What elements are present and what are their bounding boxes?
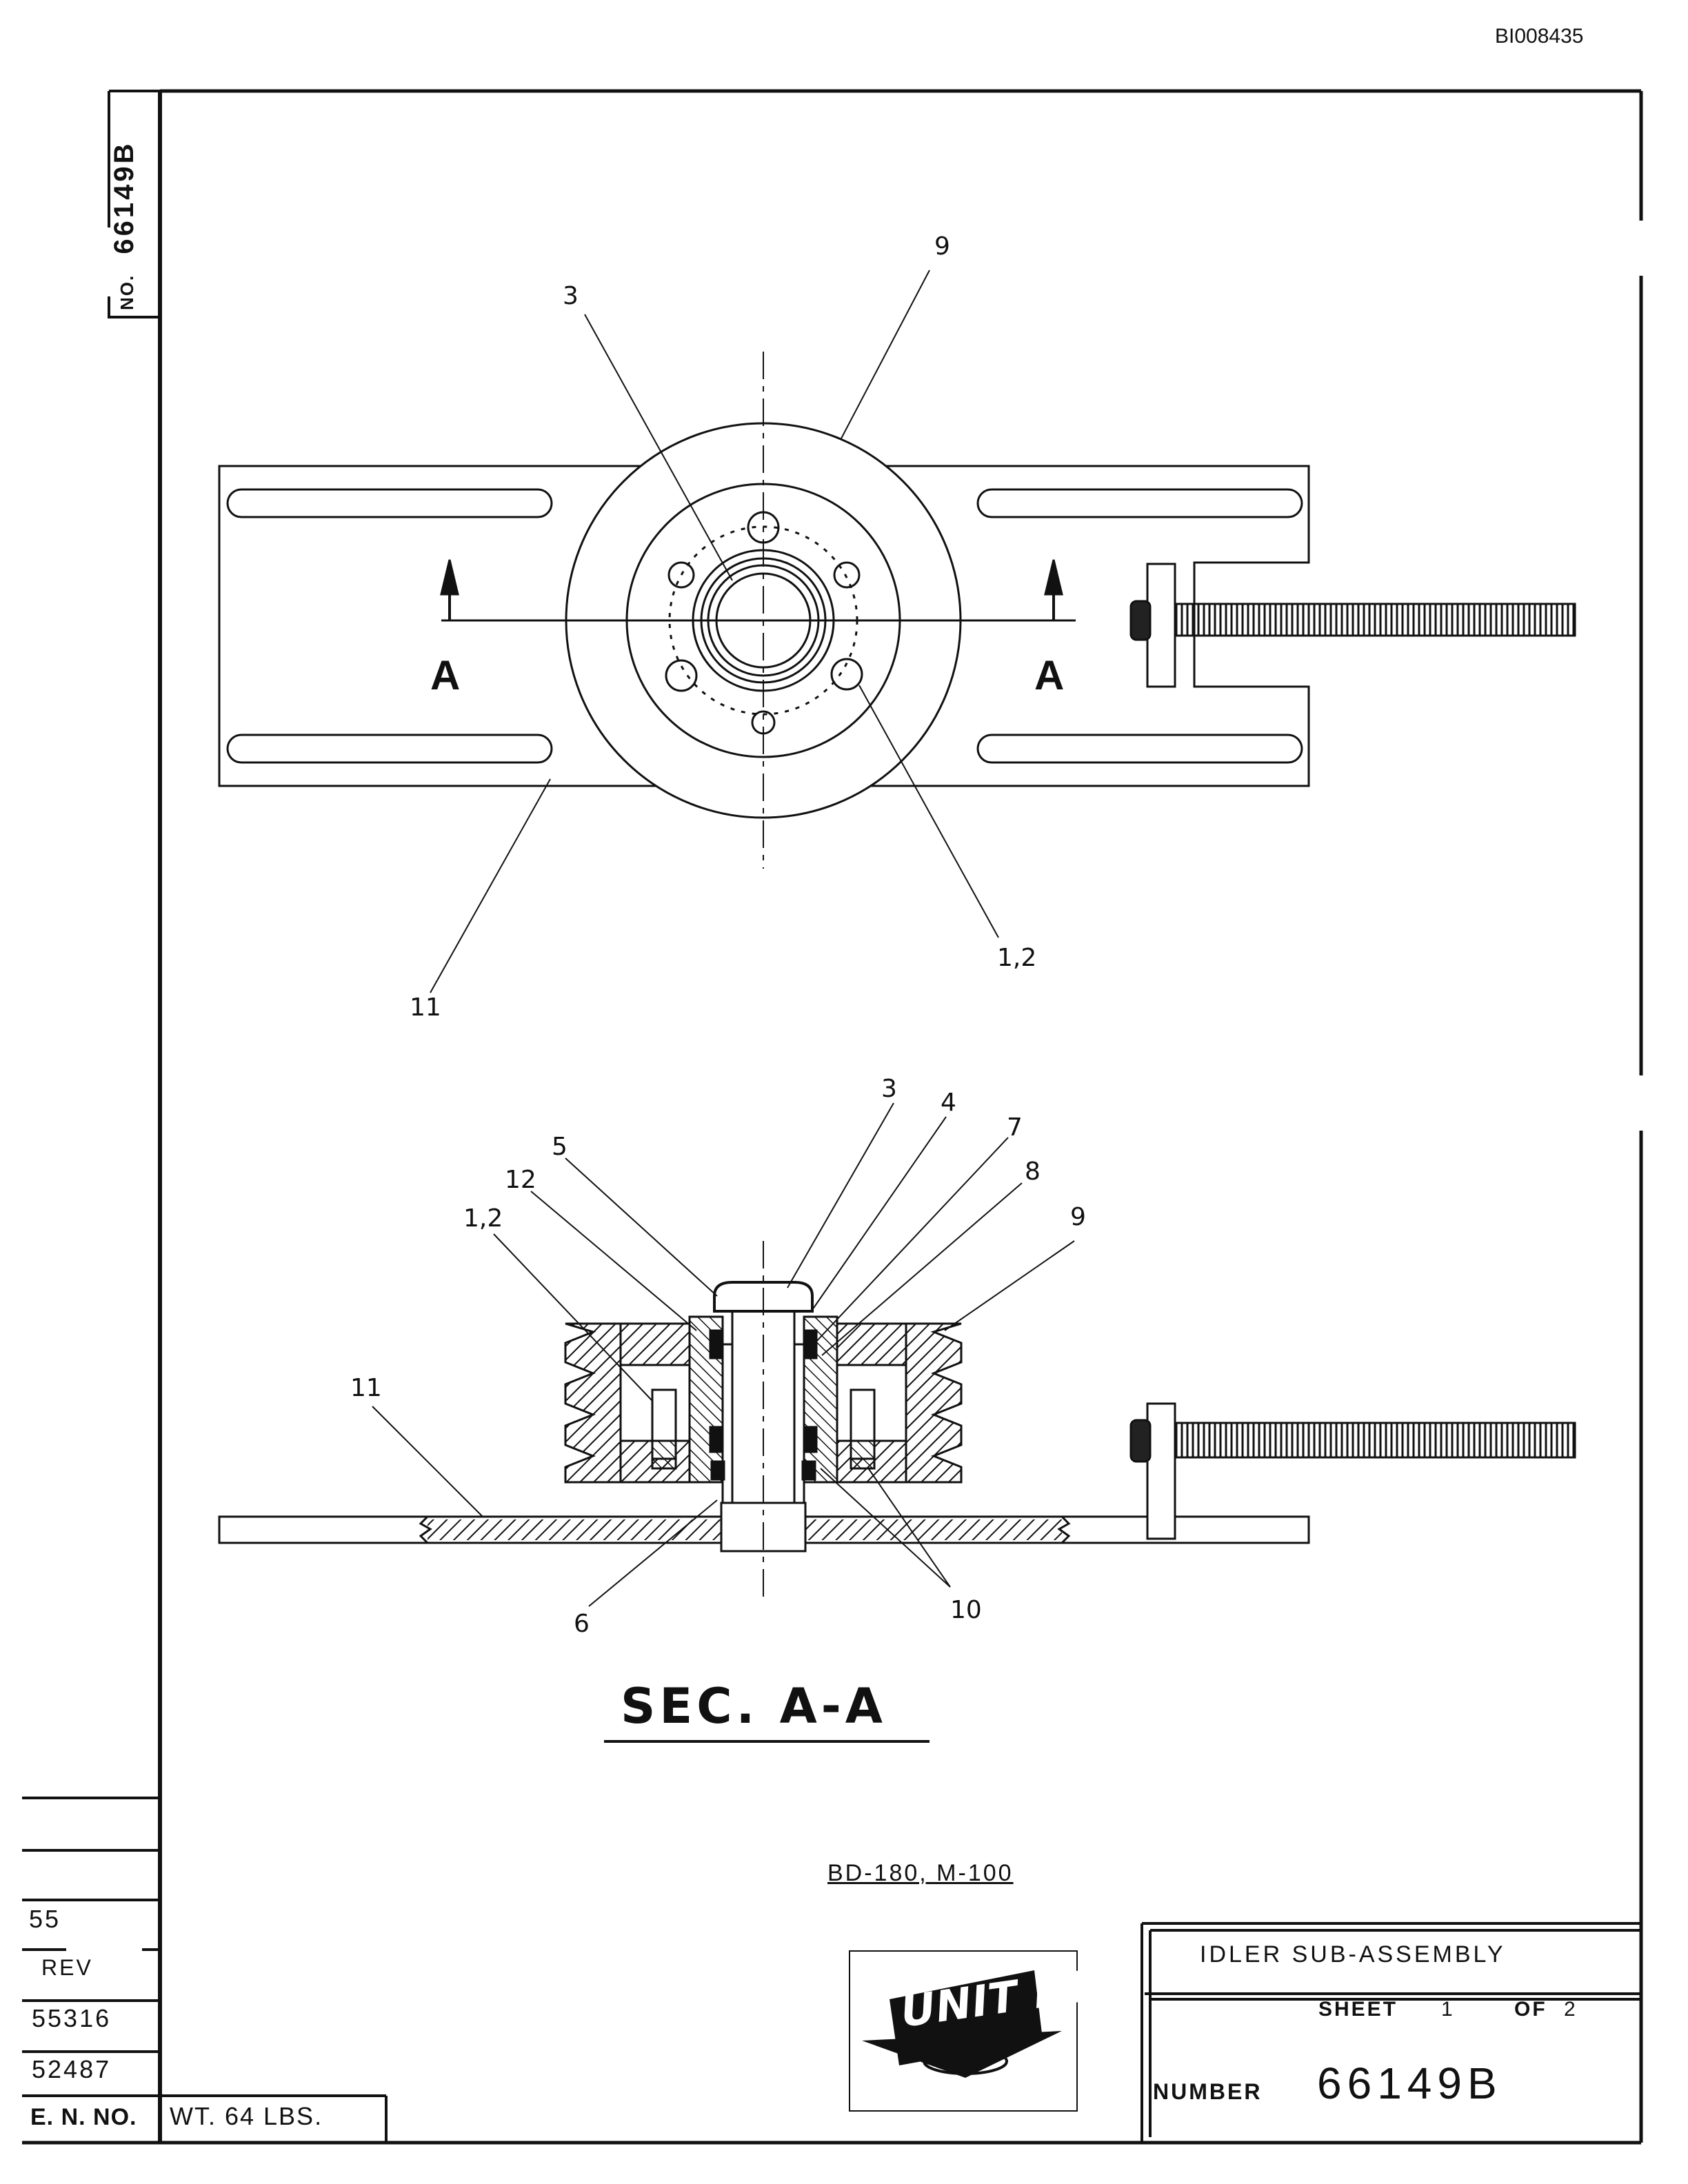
weight-label: WT. 64 LBS.: [170, 2102, 323, 2130]
section-marker-left: A: [430, 652, 461, 698]
callout-sec-6: 6: [574, 1610, 590, 1638]
revision-entry: 52487: [32, 2055, 112, 2083]
callout-plan-1-2: 1,2: [997, 944, 1037, 972]
en-number-label: E. N. NO.: [30, 2104, 137, 2130]
revision-entry: REV: [41, 1955, 93, 1980]
section-view: [218, 1102, 1576, 1743]
model-applicability: BD-180, M-100: [827, 1860, 1014, 1886]
callout-sec-8: 8: [1025, 1157, 1041, 1186]
section-title: SEC. A-A: [621, 1678, 887, 1735]
logo: [849, 1950, 1078, 2112]
callout-sec-10: 10: [950, 1596, 982, 1624]
side-drawing-number: NO. 66149B: [109, 76, 139, 310]
plan-view: [218, 270, 1576, 993]
sheet-number: 1: [1441, 1998, 1453, 2021]
section-marker-right: A: [1034, 652, 1065, 698]
side-no-label: NO.: [117, 274, 137, 310]
drawing-number: 66149B: [1317, 2059, 1503, 2108]
drawing-border: [22, 89, 1643, 2145]
callout-plan-3: 3: [563, 282, 579, 310]
callout-plan-9: 9: [934, 232, 950, 261]
callout-sec-4: 4: [941, 1089, 956, 1117]
title-block: [1141, 1922, 1641, 2143]
callout-plan-11: 11: [410, 993, 441, 1022]
callout-sec-5: 5: [552, 1133, 567, 1161]
callout-sec-9: 9: [1070, 1203, 1086, 1231]
of-label: OF: [1514, 1998, 1547, 2021]
callout-sec-11: 11: [350, 1374, 382, 1402]
sheet-label: SHEET: [1318, 1998, 1398, 2021]
document-id: BI008435: [1495, 25, 1584, 48]
callout-sec-1-2: 1,2: [463, 1204, 503, 1233]
sheet-total: 2: [1564, 1998, 1576, 2021]
drawing-title: IDLER SUB-ASSEMBLY: [1200, 1941, 1506, 1968]
revision-entry: 55316: [32, 2004, 112, 2032]
revision-block: [22, 1797, 388, 2143]
callout-sec-12: 12: [505, 1166, 536, 1194]
number-label: NUMBER: [1153, 2079, 1263, 2104]
callout-sec-7: 7: [1007, 1113, 1023, 1142]
revision-entry: 55: [29, 1905, 61, 1933]
callout-sec-3: 3: [881, 1075, 897, 1103]
side-number: 66149B: [109, 141, 139, 254]
